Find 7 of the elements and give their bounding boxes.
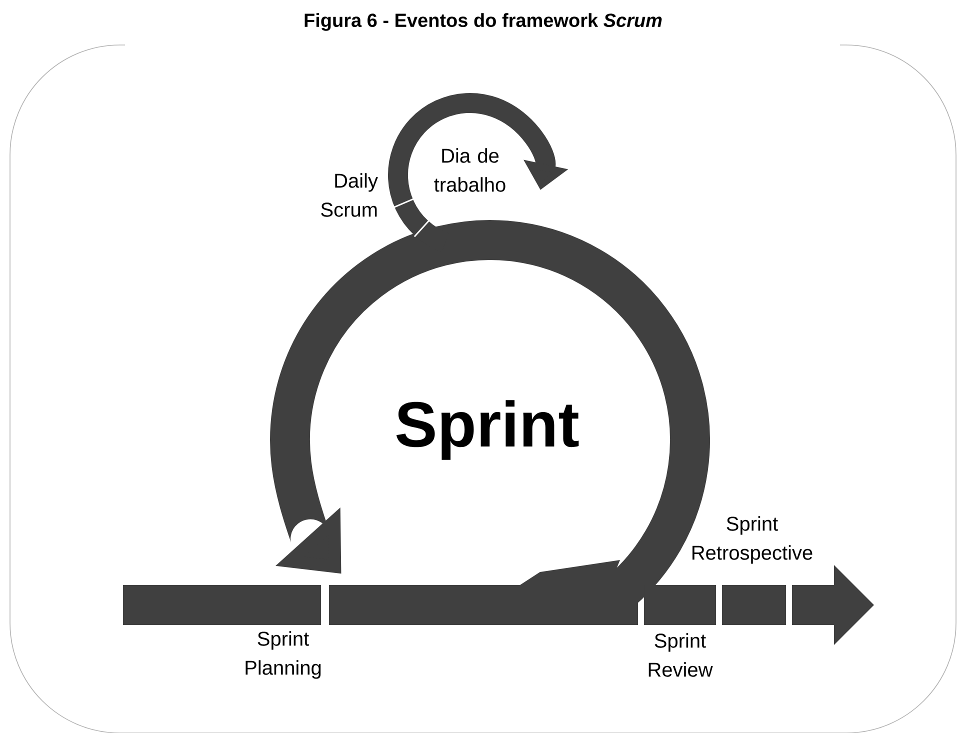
event-label: Sprint Review [648,633,713,677]
event-label: Sprint Planning [246,631,321,679]
sprint-label: Sprint [396,400,579,460]
event-label: Dia de trabalho [434,148,506,192]
title: Figura 6 - Eventos do framework Scrum [304,13,662,31]
event-label: Sprint Retrospective [692,516,812,564]
event-label: Daily Scrum [321,173,378,217]
